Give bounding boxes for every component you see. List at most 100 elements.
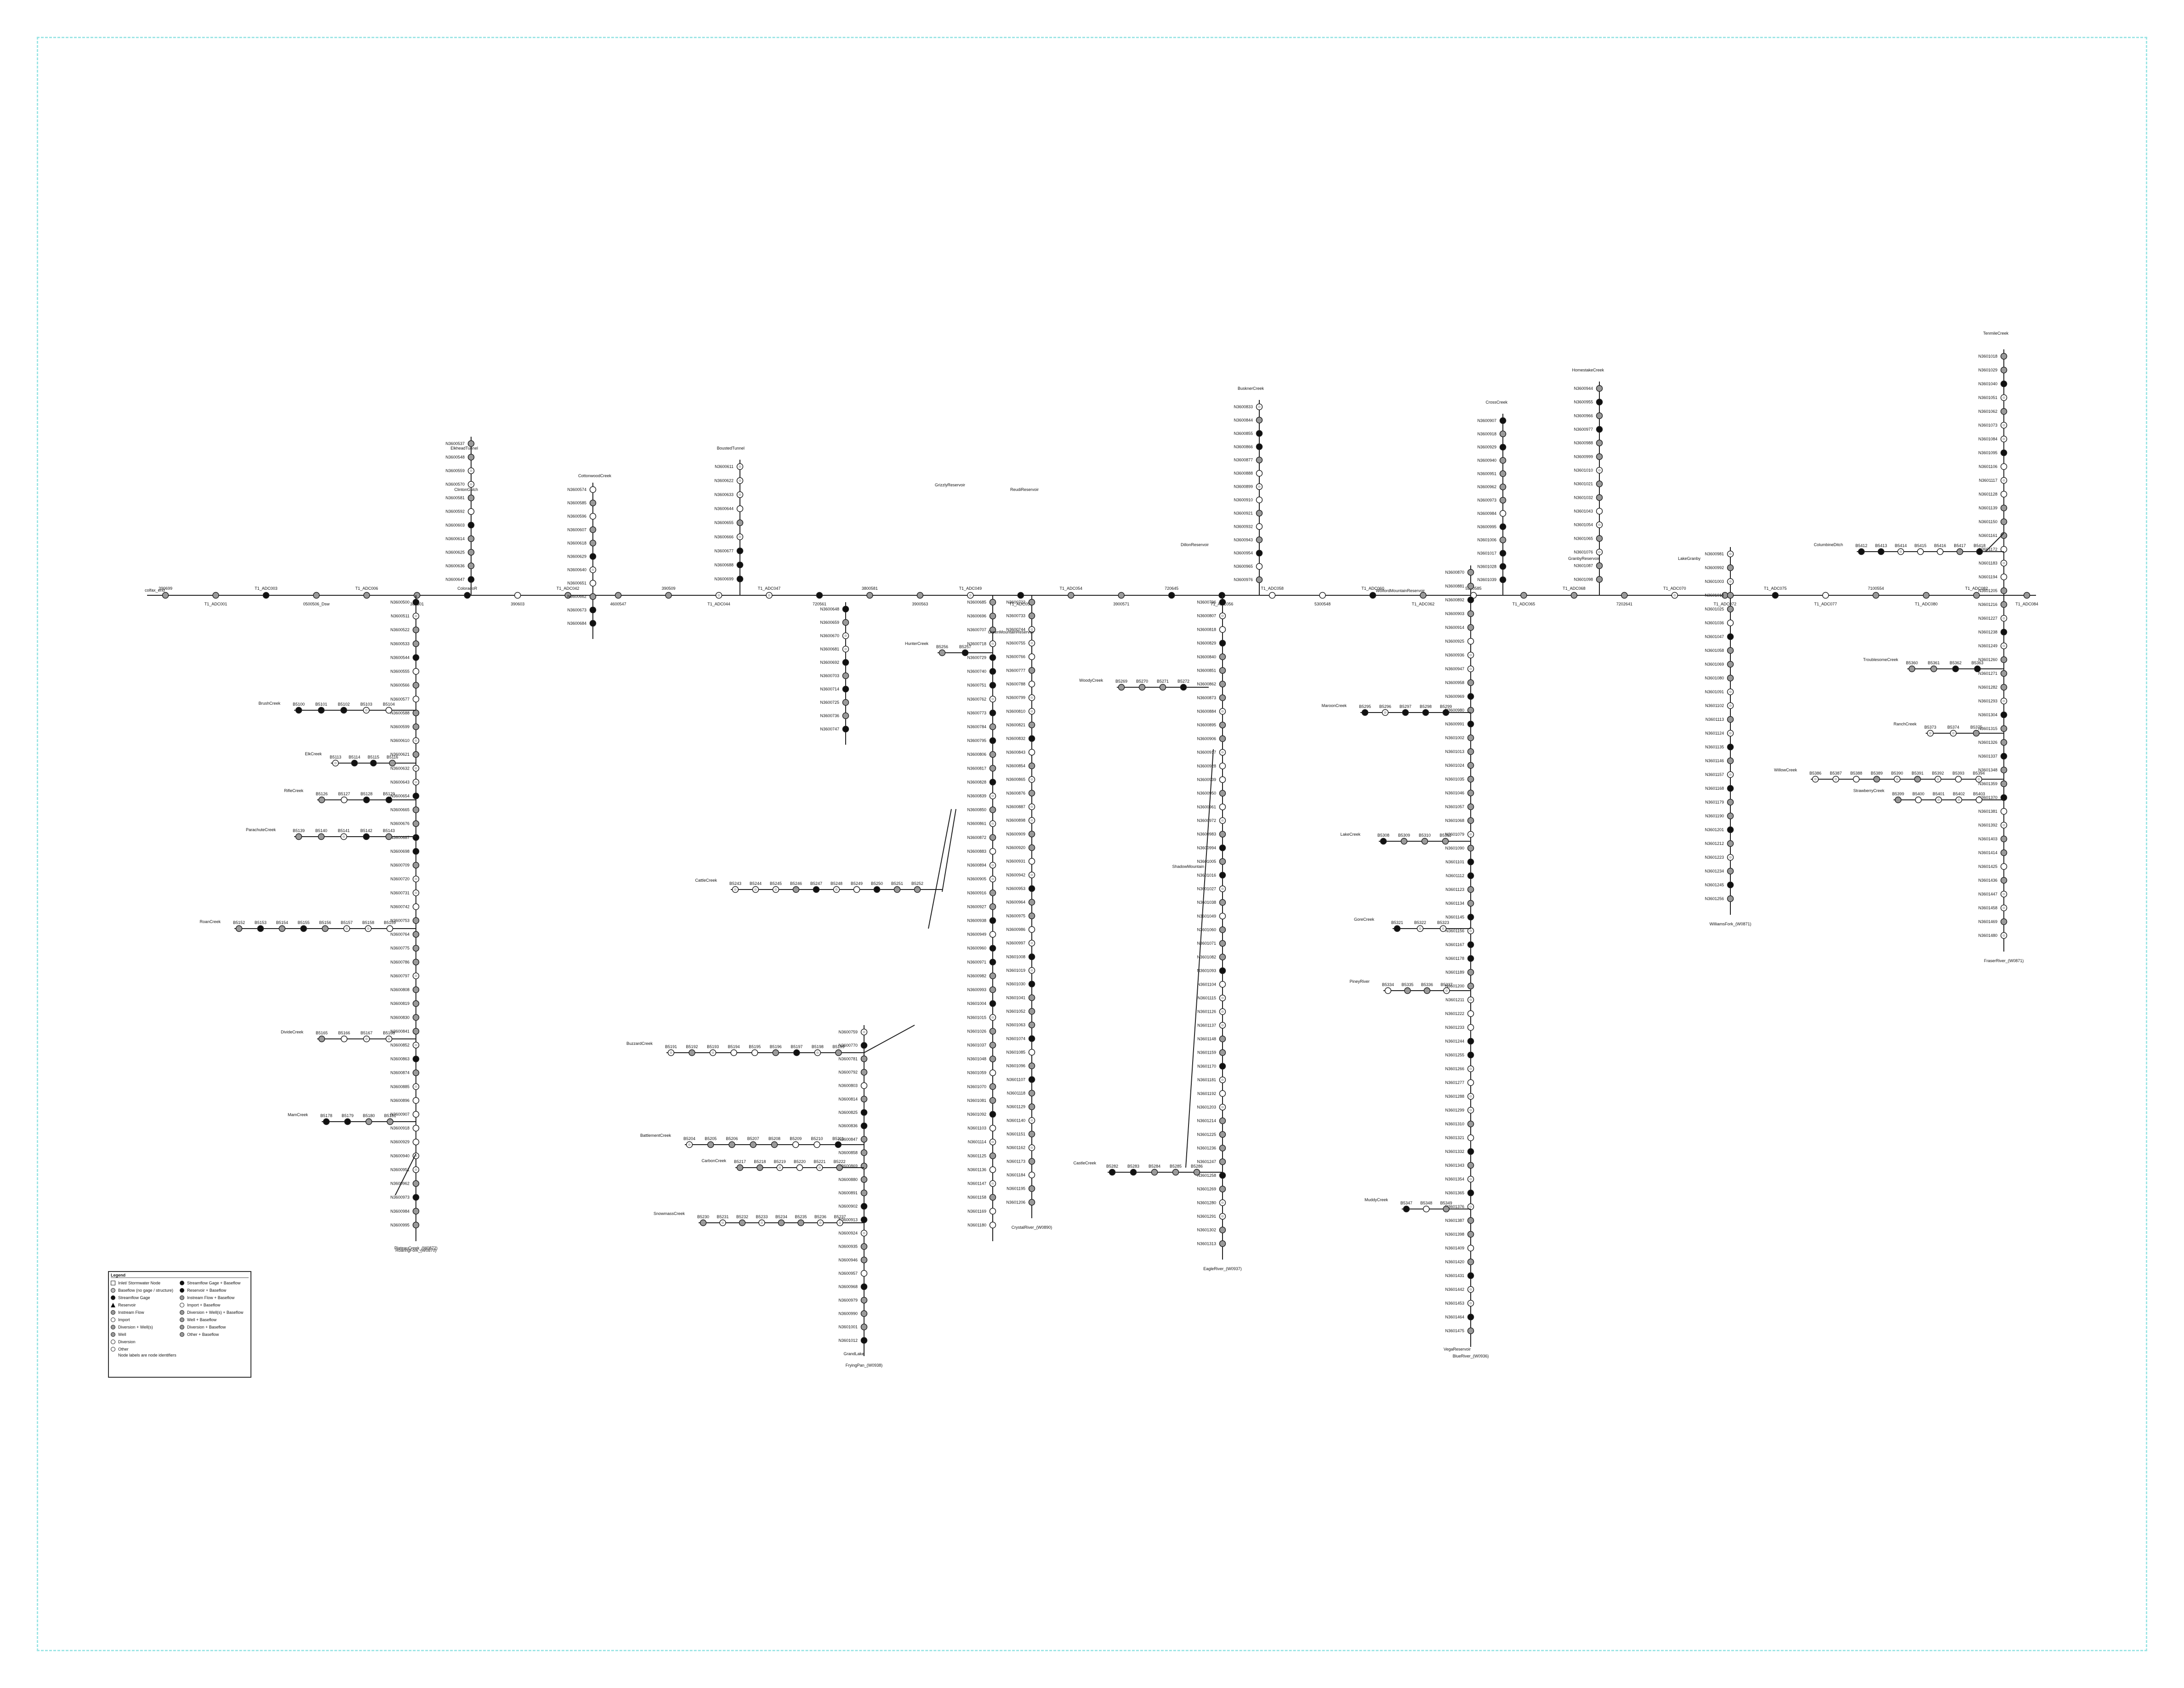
- baseflow-ring-icon: [470, 469, 472, 473]
- node-label: N3600792: [838, 1070, 858, 1075]
- node-label: B5417: [1954, 543, 1966, 548]
- node-label: B5375: [1970, 725, 1982, 730]
- network-node: [756, 1164, 763, 1171]
- grey-symbol-icon: [111, 1310, 115, 1315]
- node-label: N3600940: [390, 1153, 410, 1158]
- node-label: B5156: [319, 920, 331, 925]
- network-node: [853, 886, 860, 893]
- network-node: [1028, 1035, 1035, 1042]
- node-label: N3601015: [967, 1015, 986, 1020]
- network-node: [1499, 550, 1507, 557]
- node-label: N3600990: [838, 1312, 858, 1316]
- node-label: N3600647: [445, 577, 465, 582]
- network-node: [860, 1297, 868, 1304]
- network-node: [1467, 1134, 1474, 1141]
- node-label: N3601136: [967, 1167, 986, 1172]
- node-label: B5393: [1952, 771, 1964, 776]
- network-node: [412, 1028, 420, 1035]
- node-label: N3601085: [1006, 1050, 1025, 1055]
- node-label: N3600720: [390, 877, 410, 881]
- node-label: N3601343: [1445, 1163, 1464, 1168]
- node-label: B5180: [363, 1113, 375, 1118]
- network-node: [2000, 918, 2008, 925]
- node-label: B5403: [1973, 792, 1985, 796]
- node-label: N3601458: [1978, 906, 1997, 910]
- network-node: [1393, 925, 1401, 932]
- network-node: [1873, 776, 1880, 783]
- node-label: N3600618: [567, 541, 586, 545]
- node-label: N3600947: [1445, 667, 1464, 671]
- node-label: N3601332: [1445, 1149, 1464, 1154]
- node-label: T1_ADC003: [255, 586, 278, 591]
- network-node: [467, 535, 475, 542]
- baseflow-ring-icon: [711, 1051, 715, 1054]
- network-node: [665, 592, 672, 599]
- network-node: [2000, 380, 2008, 388]
- network-node: [1596, 562, 1603, 569]
- network-node: [813, 1141, 820, 1148]
- node-label: N3600830: [390, 1015, 410, 1020]
- node-label: MamCreek: [288, 1112, 308, 1117]
- network-node: [1028, 653, 1035, 660]
- network-node: [1172, 1169, 1179, 1176]
- node-label: N3601178: [1445, 956, 1464, 961]
- baseflow-ring-icon: [991, 697, 994, 701]
- node-label: N3600784: [967, 724, 986, 729]
- node-label: B5390: [1891, 771, 1903, 776]
- node-label: B5219: [774, 1159, 786, 1164]
- node-label: N3601310: [1445, 1122, 1464, 1126]
- network-node: [1256, 549, 1263, 557]
- node-label: MaroonCreek: [1321, 703, 1347, 708]
- network-node: [412, 696, 420, 703]
- node-label: B5115: [368, 755, 379, 759]
- network-node: [1596, 439, 1603, 446]
- network-node: [1499, 417, 1507, 424]
- node-label: B5167: [360, 1031, 372, 1035]
- legend-left-item-label: Inlet/ Stormwater Node: [118, 1281, 161, 1285]
- legend-left-item: Inlet/ Stormwater Node: [111, 1279, 180, 1287]
- network-node: [589, 606, 597, 614]
- node-label: N3601222: [1445, 1011, 1464, 1016]
- node-label: N3600866: [1234, 445, 1253, 449]
- node-label: B5337: [1440, 982, 1452, 987]
- node-label: N3600555: [390, 669, 410, 674]
- node-label: N3601025: [1705, 607, 1724, 611]
- node-label: N3601398: [1445, 1232, 1464, 1237]
- node-label: N3601001: [838, 1325, 858, 1329]
- network-node: [1727, 592, 1734, 599]
- network-node: [1922, 592, 1930, 599]
- network-node: [1467, 734, 1474, 741]
- node-label: B5311: [1439, 833, 1451, 838]
- node-label: B5129: [383, 792, 395, 796]
- node-label: N3600622: [714, 479, 734, 483]
- node-label: N3600950: [1197, 791, 1216, 796]
- node-label: N3600665: [390, 808, 410, 812]
- node-label: N3600718: [967, 641, 986, 646]
- baseflow-ring-icon: [1419, 927, 1422, 930]
- network-node: [792, 886, 800, 893]
- node-label: N3600999: [1574, 454, 1593, 459]
- node-label: N3600751: [967, 683, 986, 688]
- network-node: [1499, 536, 1507, 543]
- node-label: B5154: [276, 920, 288, 925]
- network-node: [1467, 1313, 1474, 1321]
- network-node: [412, 1194, 420, 1201]
- node-label: N3600777: [1006, 668, 1025, 673]
- node-label: B5179: [341, 1113, 353, 1118]
- network-node: [989, 806, 996, 813]
- node-label: B5102: [338, 702, 350, 707]
- network-node: [1467, 1162, 1474, 1169]
- network-node: [860, 1069, 868, 1076]
- node-label: B5349: [1440, 1201, 1452, 1205]
- node-label: N3601052: [1006, 1009, 1025, 1014]
- node-label: N3600932: [1234, 524, 1253, 529]
- node-label: ElkCreek: [305, 752, 322, 756]
- network-node: [1596, 494, 1603, 501]
- node-label: N3600570: [445, 482, 465, 487]
- network-node: [1467, 1327, 1474, 1334]
- node-label: B5243: [729, 881, 741, 886]
- network-node: [751, 1049, 758, 1056]
- node-label: N3601180: [967, 1223, 986, 1227]
- node-label: N3601087: [1574, 564, 1593, 568]
